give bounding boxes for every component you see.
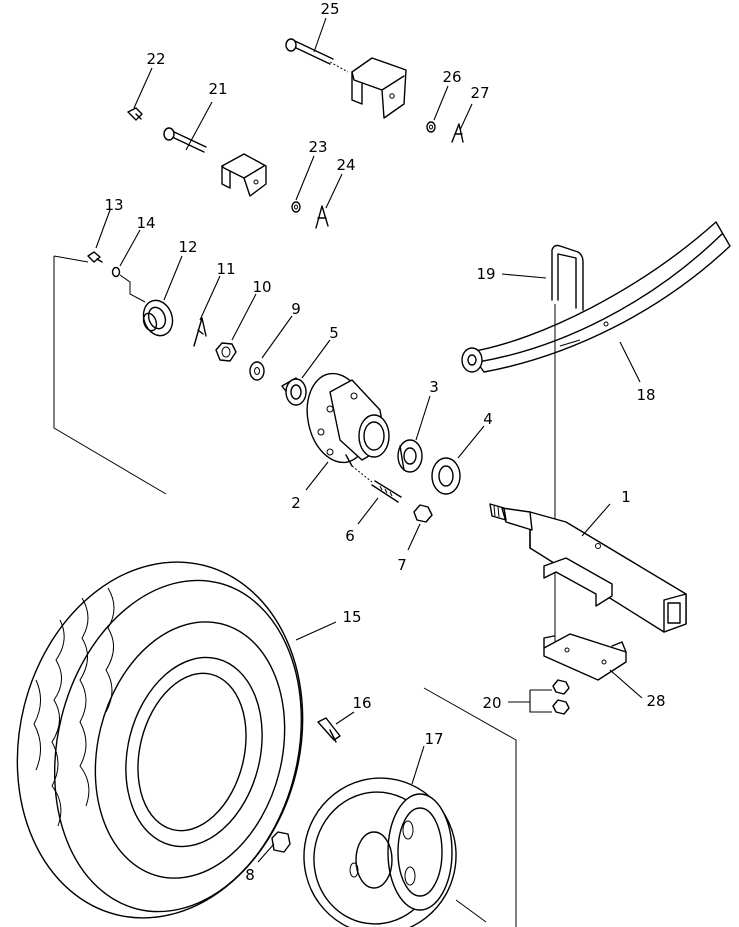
callout-25: 25	[320, 0, 339, 18]
part-9-washer	[249, 361, 265, 381]
part-15-tire	[16, 561, 304, 919]
callout-1: 1	[621, 488, 631, 506]
part-28-spring-plate	[543, 633, 627, 681]
part-27-cotter-pin	[451, 123, 464, 143]
part-1-axle	[489, 503, 687, 633]
part-5-bearing	[281, 377, 307, 406]
part-14-washer	[111, 266, 121, 278]
callout-22: 22	[146, 50, 165, 68]
part-23-washer	[291, 201, 301, 213]
callout-8: 8	[245, 866, 255, 884]
callout-2: 2	[291, 494, 301, 512]
part-8-nut	[271, 831, 291, 853]
callout-15: 15	[342, 608, 361, 626]
callout-11: 11	[216, 260, 235, 278]
assembly-outline-left	[53, 255, 167, 495]
part-6-stud	[371, 480, 402, 503]
callout-7: 7	[397, 556, 407, 574]
part-2-hub	[306, 372, 390, 483]
callout-6: 6	[345, 527, 355, 545]
callouts: 1 2 3 4 5 6 7 8 9 10 11 12 13 14 15 16 1	[95, 0, 666, 884]
callout-18: 18	[636, 386, 655, 404]
callout-26: 26	[442, 68, 461, 86]
callout-27: 27	[470, 84, 489, 102]
callout-17: 17	[424, 730, 443, 748]
part-3-bearing	[397, 439, 423, 473]
callout-5: 5	[329, 324, 339, 342]
callout-20: 20	[482, 694, 501, 712]
callout-12: 12	[178, 238, 197, 256]
part-20-nuts	[552, 679, 570, 715]
part-22-bolt	[127, 107, 143, 121]
callout-4: 4	[483, 410, 493, 428]
part-17-rim	[303, 777, 457, 927]
part-11-cotter-pin	[193, 317, 207, 347]
part-4-seal	[431, 457, 461, 495]
callout-24: 24	[336, 156, 355, 174]
part-13-bolt	[87, 251, 103, 263]
callout-14: 14	[136, 214, 155, 232]
middle-bracket	[221, 153, 267, 197]
callout-21: 21	[208, 80, 227, 98]
part-7-nut	[413, 504, 433, 523]
part-26-washer	[426, 121, 436, 133]
part-10-nut	[215, 342, 237, 362]
callout-3: 3	[429, 378, 439, 396]
part-16-valve	[317, 717, 341, 743]
callout-10: 10	[252, 278, 271, 296]
assembly-outline-right	[423, 687, 517, 927]
callout-23: 23	[308, 138, 327, 156]
part-25-bolt	[285, 38, 349, 73]
part-12-hub-cap	[142, 299, 174, 337]
callout-16: 16	[352, 694, 371, 712]
callout-13: 13	[104, 196, 123, 214]
part-18-leaf-spring	[461, 221, 731, 373]
callout-9: 9	[291, 300, 301, 318]
part-19-u-bolt	[551, 244, 584, 650]
part-24-cotter-pin	[315, 205, 329, 229]
callout-19: 19	[476, 265, 495, 283]
callout-28: 28	[646, 692, 665, 710]
part-21-bolt	[163, 127, 207, 153]
upper-bracket-right	[351, 57, 407, 119]
